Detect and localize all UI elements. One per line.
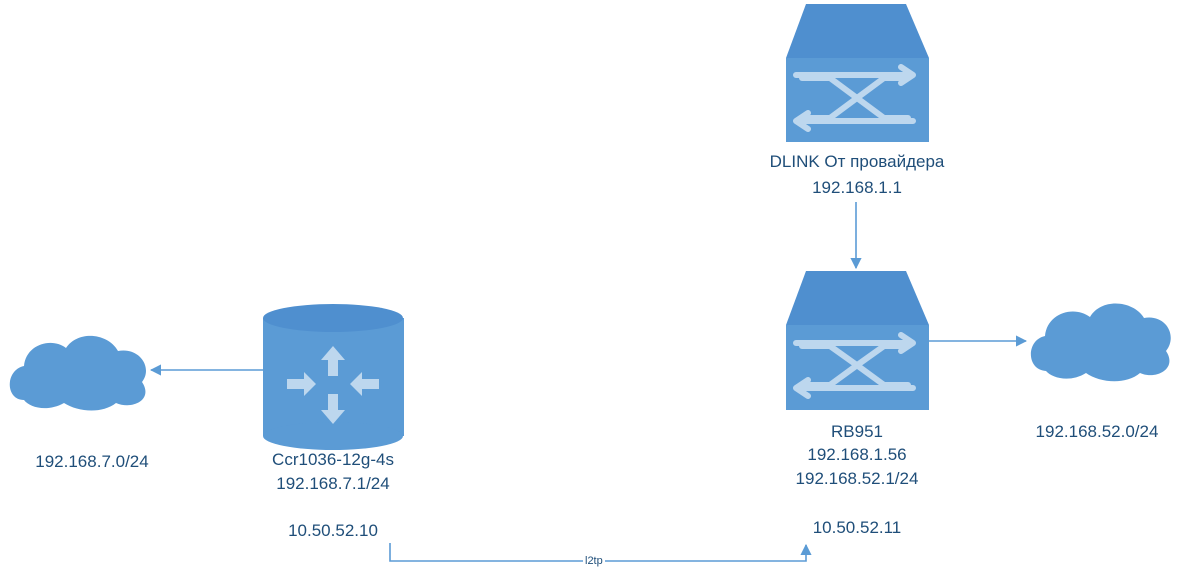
rb951-lan-ip-label: 192.168.52.1/24 [795, 469, 919, 488]
provider-switch-icon [786, 4, 929, 142]
ccr1036-router-icon [263, 304, 404, 450]
ccr1036-tunnel-ip-label: 10.50.52.10 [288, 521, 378, 540]
rb951-switch-icon [786, 271, 929, 410]
provider-switch-name-label: DLINK От провайдера [769, 152, 945, 171]
rb951-tunnel-ip-label: 10.50.52.11 [812, 518, 902, 537]
left-network-subnet-label: 192.168.7.0/24 [35, 452, 149, 471]
right-network-subnet-label: 192.168.52.0/24 [1035, 422, 1159, 441]
ccr1036-lan-ip-label: 192.168.7.1/24 [276, 474, 390, 493]
ccr1036-name-label: Ccr1036-12g-4s [272, 450, 394, 469]
right-network-cloud-icon [1030, 303, 1171, 382]
left-network-cloud-icon [9, 335, 146, 411]
provider-switch-ip-label: 192.168.1.1 [812, 178, 902, 197]
rb951-name-label: RB951 [831, 422, 883, 441]
l2tp-link-label: l2tp [583, 555, 605, 568]
rb951-wan-ip-label: 192.168.1.56 [807, 445, 907, 464]
